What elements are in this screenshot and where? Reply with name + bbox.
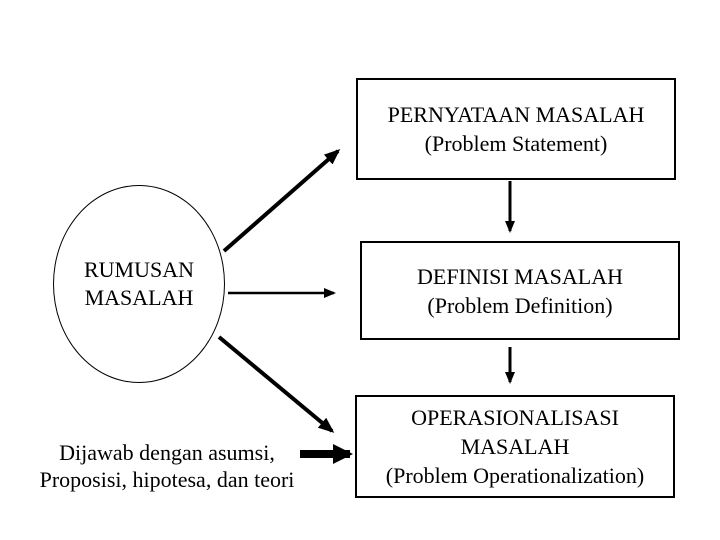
node-problem-statement-label: PERNYATAAN MASALAH (Problem Statement): [387, 102, 645, 156]
arrow-rumusan-to-operationalization: [217, 335, 335, 433]
arrow-rumusan-to-statement: [222, 149, 341, 253]
node-problem-definition: DEFINISI MASALAH (Problem Definition): [360, 241, 680, 340]
node-rumusan-masalah: RUMUSAN MASALAH: [53, 185, 225, 383]
node-problem-operationalization: OPERASIONALISASI MASALAH (Problem Operat…: [355, 395, 675, 498]
node-problem-operationalization-label: OPERASIONALISASI MASALAH (Problem Operat…: [385, 405, 645, 488]
node-rumusan-masalah-label: RUMUSAN MASALAH: [83, 257, 195, 310]
node-problem-definition-label: DEFINISI MASALAH (Problem Definition): [417, 263, 623, 318]
note-dijawab-dengan-asumsi: Dijawab dengan asumsi, Proposisi, hipote…: [39, 440, 295, 492]
node-problem-statement: PERNYATAAN MASALAH (Problem Statement): [356, 78, 676, 180]
